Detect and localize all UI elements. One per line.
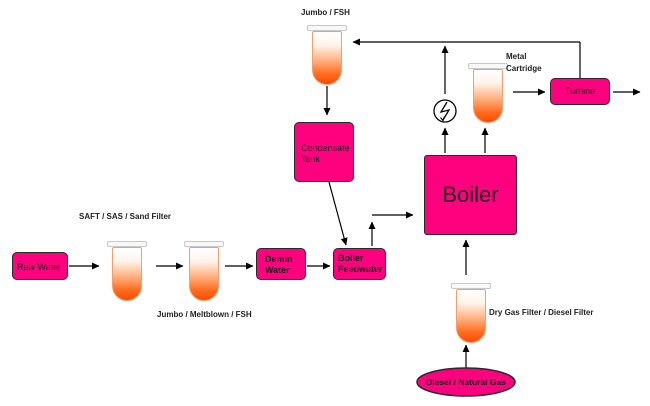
fuel-filter-label: Dry Gas Filter / Diesel Filter: [489, 308, 594, 317]
filter-cartridge-icon: [451, 283, 491, 343]
saft-filter-label: SAFT / SAS / Sand Filter: [79, 212, 172, 221]
top-filter-label: Jumbo / FSH: [301, 8, 350, 17]
filter-cartridge-icon: [107, 241, 147, 301]
boiler-node: Boiler: [424, 155, 517, 235]
generator-icon: [433, 99, 457, 123]
condensate-tank-node: Condensate Tank: [294, 122, 354, 182]
meltblown-filter-label: Jumbo / Meltblown / FSH: [157, 310, 252, 319]
filter-cartridge-icon: [307, 25, 347, 85]
filter-cartridge-icon: [184, 241, 224, 301]
metal-cartridge-label: Metal Cartridge: [506, 52, 542, 73]
raw-water-node: Raw Water: [12, 252, 68, 280]
fuel-source-node: [416, 367, 516, 397]
arrow-tank-to-feedwater: [328, 181, 348, 246]
demin-water-node: Demin Water: [256, 248, 306, 280]
fuel-source-label: Diesel / Natural Gas: [426, 377, 506, 387]
turbine-node: Turbine: [550, 78, 610, 105]
filter-cartridge-icon: [468, 63, 508, 123]
boiler-feedwater-node: Boiler Feedwater: [333, 248, 386, 280]
